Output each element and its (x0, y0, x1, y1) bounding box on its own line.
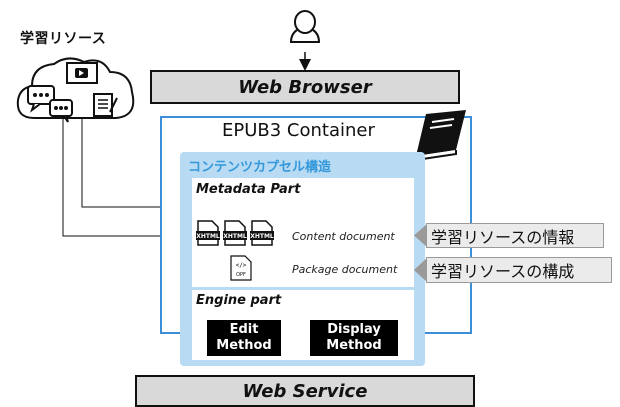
video-icon[interactable] (66, 62, 98, 86)
epub-container-title: EPUB3 Container (222, 120, 375, 141)
resources-title: 学習リソース (20, 31, 107, 47)
web-browser-bar: Web Browser (150, 70, 460, 104)
display-method-label: Display Method (326, 322, 382, 353)
opf-file-icon: </> OPF (230, 255, 252, 281)
user-icon (289, 10, 321, 43)
xhtml-label: XHTML (250, 233, 274, 240)
xhtml-label: XHTML (223, 233, 247, 240)
document-icon[interactable] (92, 92, 120, 120)
opf-label: OPF (236, 272, 246, 278)
content-document-label: Content document (292, 230, 395, 243)
tag-info-pointer (414, 223, 428, 248)
edit-method-box: Edit Method (207, 320, 281, 356)
tag-resource-structure: 学習リソースの構成 (426, 257, 612, 283)
capsule-title: コンテンツカプセル構造 (188, 160, 332, 175)
display-method-box: Display Method (310, 320, 398, 356)
tag-resource-info: 学習リソースの情報 (426, 223, 604, 248)
xhtml-file-icon: XHTML (223, 220, 247, 246)
chat-to-xhtml-line (62, 112, 196, 240)
package-document-label: Package document (292, 263, 398, 276)
xhtml-label: XHTML (196, 233, 220, 240)
edit-method-label: Edit Method (216, 322, 272, 353)
svg-text:</>: </> (236, 262, 247, 269)
metadata-part-title: Metadata Part (196, 182, 301, 197)
engine-part-title: Engine part (196, 293, 282, 308)
xhtml-file-icon: XHTML (250, 220, 274, 246)
xhtml-file-icon: XHTML (196, 220, 220, 246)
tag-structure-pointer (414, 257, 428, 283)
chat-icon[interactable] (26, 84, 78, 124)
web-service-bar: Web Service (135, 375, 475, 407)
